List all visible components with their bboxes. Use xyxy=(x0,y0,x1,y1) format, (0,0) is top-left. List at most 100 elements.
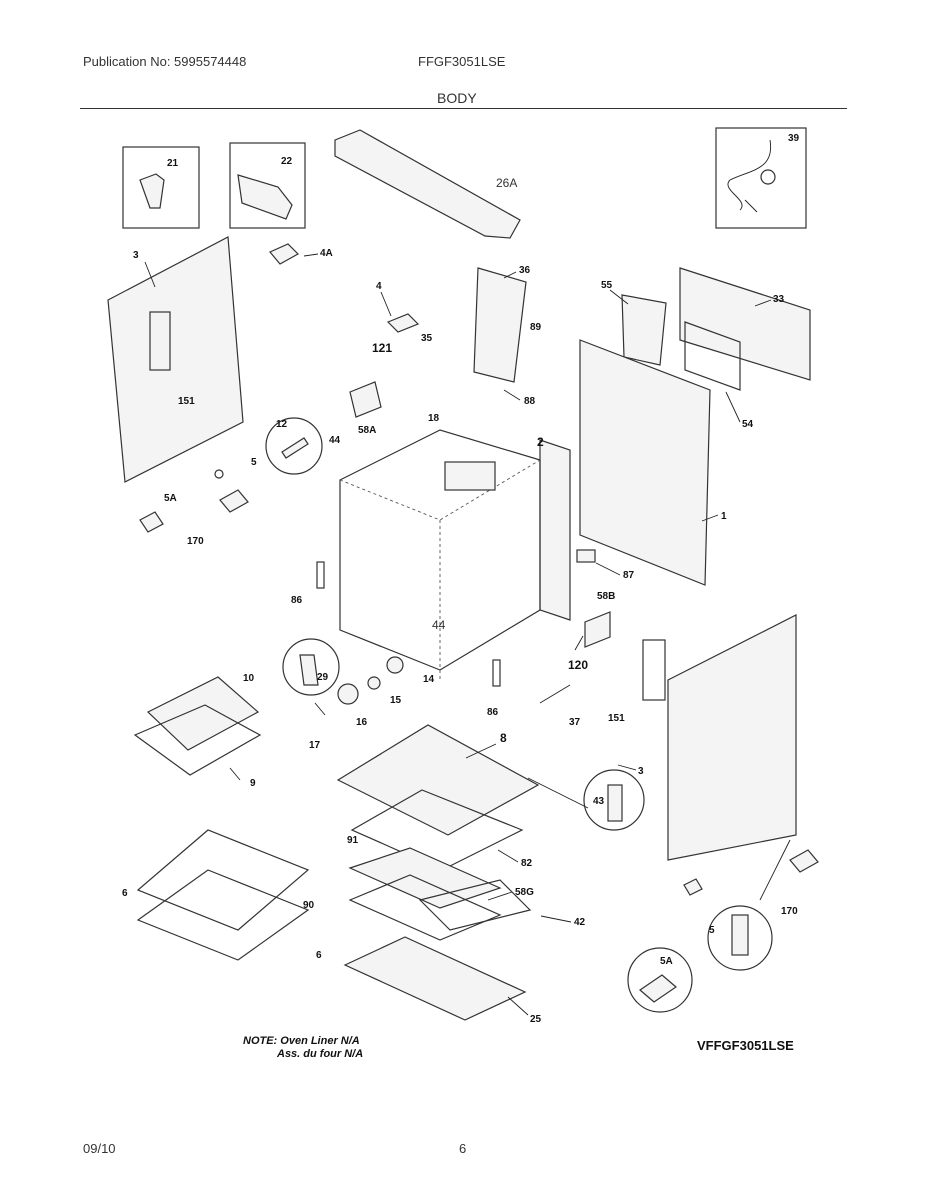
callout-5-left: 5 xyxy=(251,457,257,468)
part-10-broiler-insert xyxy=(146,676,260,751)
part-87-block xyxy=(576,549,596,563)
part-12-igniter xyxy=(281,437,309,459)
part-170-bracket xyxy=(789,849,819,873)
callout-121: 121 xyxy=(372,341,392,355)
leader-line xyxy=(303,253,319,257)
callout-42: 42 xyxy=(574,917,586,928)
part-6-rack-upper xyxy=(136,829,310,931)
inset-box-21 xyxy=(122,146,200,229)
part-17-clip xyxy=(314,702,326,716)
callout-14: 14 xyxy=(423,674,435,685)
part-4a-clip xyxy=(269,243,299,265)
part-5a-bracket-left xyxy=(139,511,164,533)
callout-17: 17 xyxy=(309,740,321,751)
part-39-coil xyxy=(760,169,776,185)
part-4-bracket xyxy=(386,313,420,333)
callout-86-right: 86 xyxy=(487,707,499,718)
callout-58a: 58A xyxy=(358,425,376,436)
callout-3-right: 3 xyxy=(638,766,644,777)
callout-15: 15 xyxy=(390,695,402,706)
leader-line xyxy=(380,291,392,317)
callout-82: 82 xyxy=(521,858,533,869)
part-151-left-bracket xyxy=(149,311,171,371)
leader-line xyxy=(574,635,584,651)
part-5a-bracket xyxy=(639,974,677,1003)
callout-25: 25 xyxy=(530,1014,542,1025)
callout-170-left: 170 xyxy=(187,536,204,547)
part-5a-inset-circle xyxy=(627,947,693,1013)
callout-35: 35 xyxy=(421,333,433,344)
callout-58g: 58G xyxy=(515,887,534,898)
part-5a-small-bracket xyxy=(683,878,703,896)
part-121-bracket xyxy=(349,381,382,418)
callout-43: 43 xyxy=(593,796,605,807)
callout-44-upper: 44 xyxy=(329,435,341,446)
callout-90: 90 xyxy=(303,900,315,911)
callout-88: 88 xyxy=(524,396,536,407)
callout-26a: 26A xyxy=(496,176,517,190)
publication-number: Publication No: 5995574448 xyxy=(83,54,247,69)
callout-6-upper: 6 xyxy=(122,888,128,899)
part-15-bulb xyxy=(367,676,381,690)
leader-line xyxy=(144,261,156,288)
leader-line xyxy=(617,764,637,771)
part-37-wire xyxy=(539,684,571,704)
callout-44-lower: 44 xyxy=(432,618,446,632)
part-151-right-bracket xyxy=(642,639,666,701)
part-12-inset-circle xyxy=(265,417,323,475)
callout-21: 21 xyxy=(167,158,179,169)
callout-2: 2 xyxy=(537,435,544,449)
note-oven-liner: NOTE: Oven Liner N/A xyxy=(243,1035,360,1047)
part-25-drawer-bottom xyxy=(343,936,527,1021)
callout-33: 33 xyxy=(773,294,785,305)
leader-line xyxy=(527,777,589,809)
callout-89: 89 xyxy=(530,322,542,333)
part-3-right-side-panel xyxy=(667,614,797,861)
part-90-burner xyxy=(348,874,502,941)
callout-151-left: 151 xyxy=(178,396,195,407)
leader-line xyxy=(229,767,241,781)
leader-line xyxy=(609,289,629,305)
part-39-wire-harness xyxy=(727,139,772,213)
part-86-left-rail xyxy=(316,561,325,589)
part-3-left-side-panel xyxy=(107,236,244,483)
callout-120: 120 xyxy=(568,658,588,672)
part-8-oven-bottom xyxy=(336,724,540,836)
part-42-drawer-frame xyxy=(418,879,532,931)
callout-91: 91 xyxy=(347,835,359,846)
inset-box-39 xyxy=(715,127,807,229)
callout-1: 1 xyxy=(721,511,727,522)
callout-18: 18 xyxy=(428,413,440,424)
page-number: 6 xyxy=(459,1141,467,1156)
header-divider xyxy=(80,108,847,109)
part-86-right-rail xyxy=(492,659,501,687)
part-26a-top-bracket xyxy=(334,129,521,239)
leader-line xyxy=(507,996,529,1016)
part-22-bracket xyxy=(237,174,293,220)
leader-line xyxy=(595,562,621,576)
callout-22: 22 xyxy=(281,156,293,167)
leader-line xyxy=(725,391,741,423)
part-2-insulation xyxy=(539,439,571,621)
callout-36: 36 xyxy=(519,265,531,276)
part-170-bracket-left xyxy=(219,489,249,513)
callout-6-lower: 6 xyxy=(316,950,322,961)
callout-29: 29 xyxy=(317,672,329,683)
part-58a-oven-body xyxy=(339,429,541,671)
callout-8: 8 xyxy=(500,731,507,745)
part-6-rack-lower xyxy=(136,869,310,961)
callout-170-right: 170 xyxy=(781,906,798,917)
leader-line xyxy=(701,514,719,522)
part-29-switch xyxy=(299,654,319,686)
part-43-screw xyxy=(607,784,623,822)
leader-line xyxy=(503,271,517,279)
section-title: BODY xyxy=(437,90,477,106)
oven-body-edge xyxy=(339,459,541,521)
model-number: FFGF3051LSE xyxy=(418,54,506,69)
variant-model: VFFGF3051LSE xyxy=(697,1038,794,1053)
part-55-heat-shield xyxy=(621,294,667,366)
note-oven-liner-fr: Ass. du four N/A xyxy=(277,1048,364,1060)
callout-5-right: 5 xyxy=(709,925,715,936)
callout-12: 12 xyxy=(276,419,288,430)
callout-5a-left: 5A xyxy=(164,493,177,504)
